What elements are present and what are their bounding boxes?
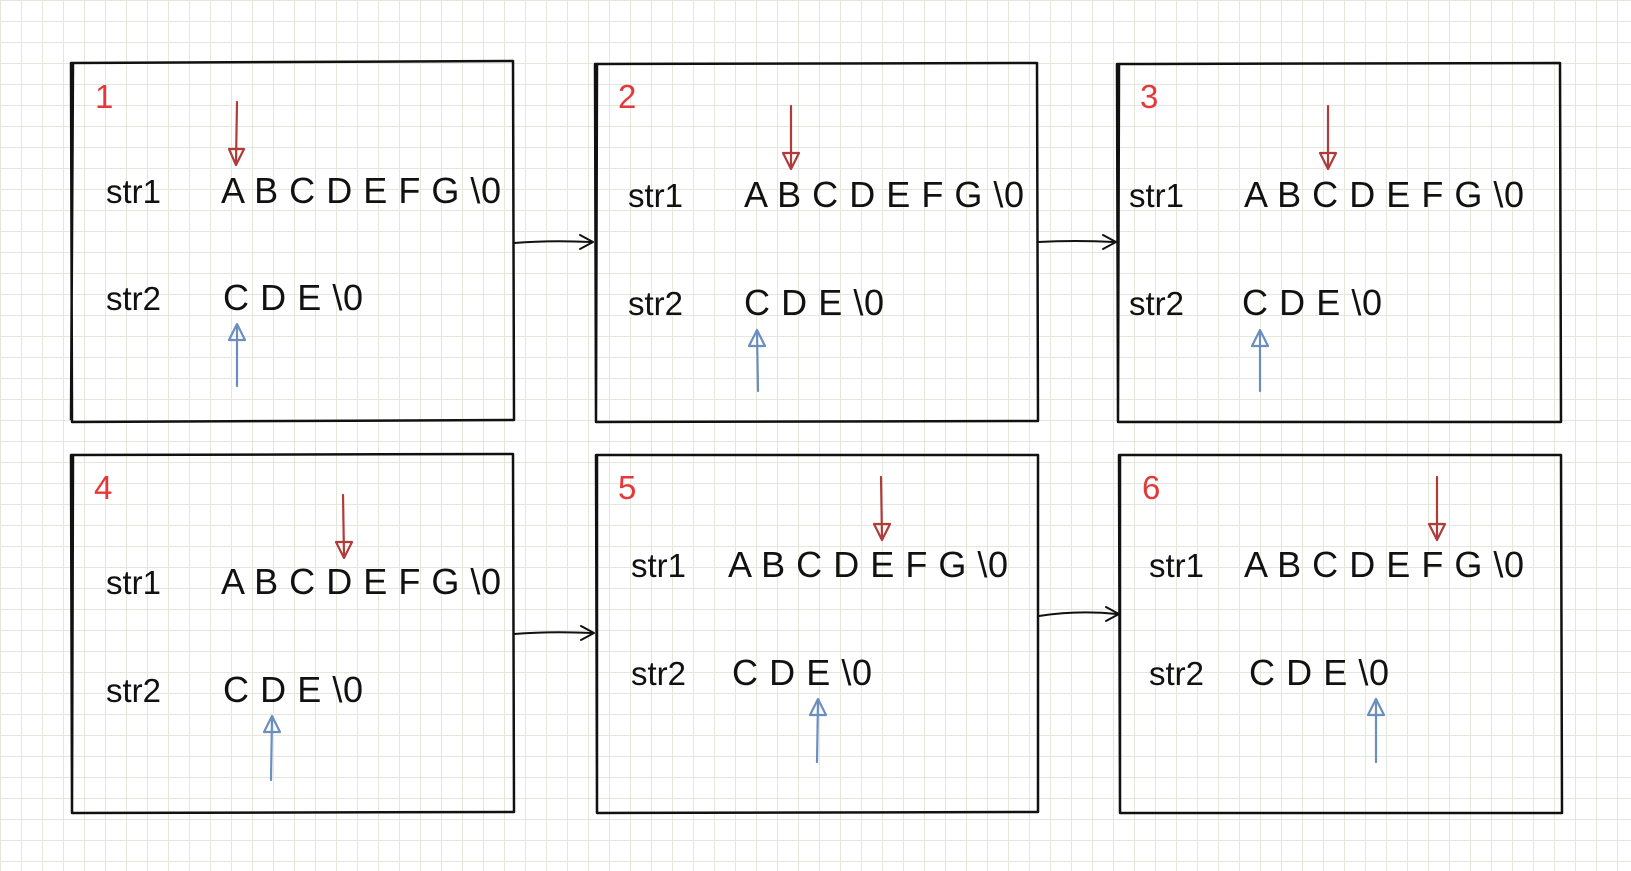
- panel-frame: [594, 453, 1040, 815]
- panel-frame: [69, 59, 516, 424]
- str1-pointer-arrow-icon: [872, 475, 892, 542]
- str1-pointer-arrow-icon: [781, 104, 801, 171]
- str1-chars: A B C D E F G \0: [744, 174, 1024, 215]
- str1-pointer-arrow-icon: [227, 100, 246, 167]
- str2-label: str2: [1129, 285, 1184, 322]
- panel-frame: [1115, 61, 1563, 424]
- panel-number: 5: [618, 469, 636, 506]
- str1-label: str1: [1129, 177, 1184, 214]
- str1-chars: A B C D E F G \0: [1244, 544, 1524, 585]
- str2-chars: C D E \0: [223, 669, 363, 710]
- panel-number: 4: [94, 469, 112, 506]
- str2-label: str2: [1149, 655, 1204, 692]
- str2-chars: C D E \0: [732, 652, 872, 693]
- step-panel-1: 1 str1 A B C D E F G \0 str2 C D E \0: [69, 59, 516, 424]
- panel-frame: [69, 452, 516, 815]
- str1-pointer-arrow-icon: [1427, 475, 1447, 542]
- str2-label: str2: [628, 285, 683, 322]
- str2-chars: C D E \0: [1242, 282, 1382, 323]
- step-panel-5: 5 str1 A B C D E F G \0 str2 C D E \0: [594, 453, 1040, 815]
- str1-label: str1: [631, 547, 686, 584]
- str1-label: str1: [106, 173, 161, 210]
- str1-label: str1: [106, 564, 161, 601]
- str1-pointer-arrow-icon: [1318, 104, 1338, 171]
- str2-pointer-arrow-icon: [1250, 328, 1270, 393]
- str2-pointer-arrow-icon: [808, 697, 828, 764]
- flow-arrow-5-to-6-icon: [1038, 606, 1120, 622]
- str1-label: str1: [628, 177, 683, 214]
- str1-chars: A B C D E F G \0: [1244, 174, 1524, 215]
- panel-frame: [1117, 453, 1564, 815]
- str1-chars: A B C D E F G \0: [221, 170, 501, 211]
- str1-chars: A B C D E F G \0: [728, 544, 1008, 585]
- str1-chars: A B C D E F G \0: [221, 561, 501, 602]
- str2-chars: C D E \0: [223, 277, 363, 318]
- panel-number: 3: [1140, 78, 1158, 115]
- panel-number: 1: [95, 78, 113, 115]
- panel-number: 6: [1142, 469, 1160, 506]
- flow-arrow-2-to-3-icon: [1037, 234, 1117, 250]
- str2-label: str2: [106, 672, 161, 709]
- str2-label: str2: [631, 655, 686, 692]
- step-panel-4: 4 str1 A B C D E F G \0 str2 C D E \0: [69, 452, 516, 815]
- flow-arrow-4-to-5-icon: [513, 625, 595, 641]
- str2-pointer-arrow-icon: [227, 322, 247, 388]
- str2-chars: C D E \0: [744, 282, 884, 323]
- str2-pointer-arrow-icon: [1366, 697, 1386, 764]
- panel-number: 2: [618, 78, 636, 115]
- step-panel-6: 6 str1 A B C D E F G \0 str2 C D E \0: [1117, 453, 1564, 815]
- panel-frame: [593, 61, 1040, 424]
- flow-arrow-1-to-2-icon: [513, 234, 594, 250]
- str2-pointer-arrow-icon: [262, 714, 282, 782]
- str1-label: str1: [1149, 547, 1204, 584]
- step-panel-3: 3 str1 A B C D E F G \0 str2 C D E \0: [1115, 61, 1563, 424]
- str2-pointer-arrow-icon: [747, 328, 767, 393]
- step-panel-2: 2 str1 A B C D E F G \0 str2 C D E \0: [593, 61, 1040, 424]
- str2-chars: C D E \0: [1249, 652, 1389, 693]
- str2-label: str2: [106, 280, 161, 317]
- str1-pointer-arrow-icon: [334, 493, 354, 560]
